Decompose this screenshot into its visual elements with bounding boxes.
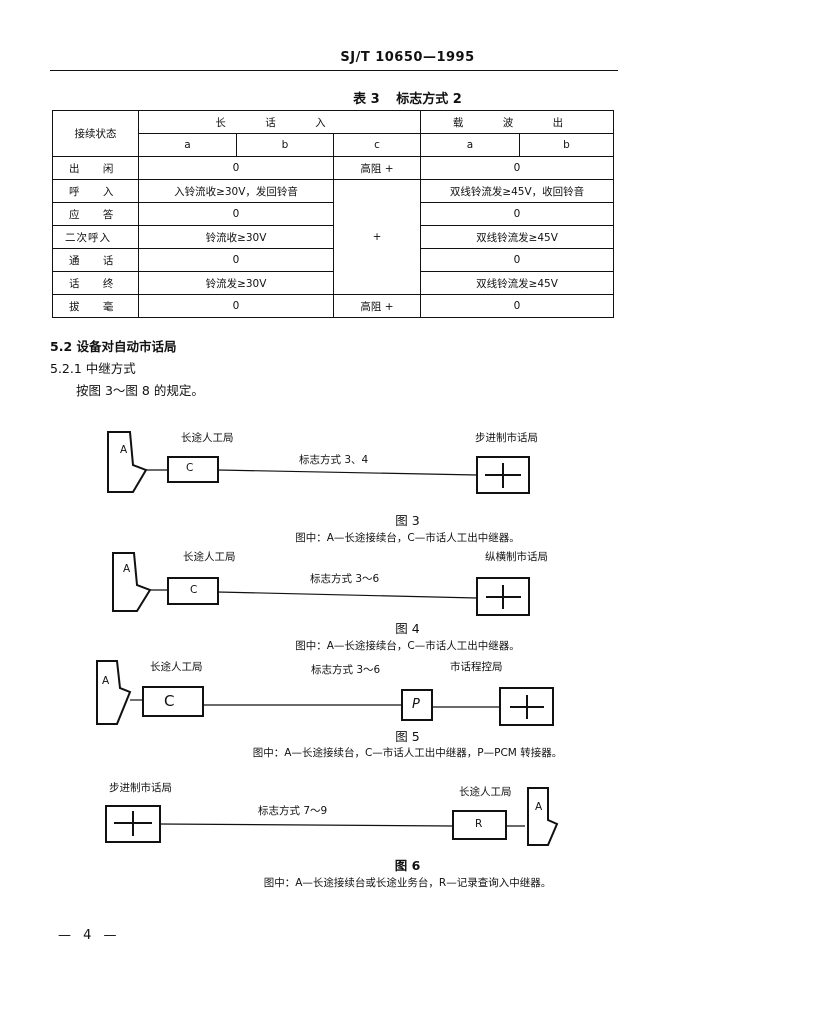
header-rule <box>50 70 618 71</box>
table-caption-title: 标志方式 2 <box>396 92 462 107</box>
fig5-label-a: A <box>102 675 110 687</box>
fig3-label-c: C <box>186 462 194 474</box>
fig3-exchange-box <box>476 456 530 494</box>
fig6-box-r <box>452 810 507 840</box>
in-ab-cell: 铃流收≥30V <box>138 225 334 249</box>
fig6-trunk-line <box>159 823 454 827</box>
fig3-label-a: A <box>120 444 128 456</box>
fig4-trunk-line <box>217 591 478 599</box>
table-row: 应 答 0 0 <box>52 202 614 226</box>
fig4-right-station: 纵横制市话局 <box>485 551 548 563</box>
fig6-right-station: 长途人工局 <box>459 786 512 798</box>
fig3-trunk-line <box>217 469 478 476</box>
table-caption: 表 3 标志方式 2 <box>0 88 815 107</box>
section-text: 按图 3～图 8 的规定。 <box>76 383 204 398</box>
fig6-note: 图中：A—长途接续台或长途业务台，R—记录查询入中继器。 <box>263 877 552 889</box>
fig5-exchange-box <box>499 687 554 726</box>
state-cell: 话 终 <box>52 271 139 295</box>
fig4-box-c <box>167 577 219 605</box>
fig6-label-r: R <box>475 818 483 830</box>
state-cell: 呼 入 <box>52 179 139 203</box>
state-cell: 拔 毫 <box>52 294 139 318</box>
fig5-label-p: P <box>412 697 420 712</box>
fig4-signaling-label: 标志方式 3～6 <box>310 573 380 585</box>
fig3-right-station: 步进制市话局 <box>475 432 538 444</box>
section-5-2-1: 5.2.1 中继方式 <box>50 361 136 376</box>
fig5-box-c <box>142 686 204 717</box>
fig3-box-c <box>167 456 219 483</box>
fig5-left-station: 长途人工局 <box>150 661 203 673</box>
fig3-console-a-shape <box>107 431 148 493</box>
table-row: 通 话 0 0 <box>52 248 614 272</box>
section-5-2: 5.2 设备对自动市话局 <box>50 339 177 354</box>
fig4-console-a-shape <box>112 552 152 612</box>
c-merged-cell: + <box>333 179 421 295</box>
standard-header: SJ/T 10650—1995 <box>340 50 475 65</box>
table-row: 二次呼入 铃流收≥30V 双线铃流发≥45V <box>52 225 614 249</box>
fig5-title: 图 5 <box>395 729 420 744</box>
fig3-signaling-label: 标志方式 3、4 <box>299 454 369 466</box>
signaling-table: 接续状态 长 话 入 载 波 出 a b c a b 出 闲 0 高阻 + 0 … <box>52 110 614 318</box>
state-cell: 通 话 <box>52 248 139 272</box>
fig3-title: 图 3 <box>395 513 420 528</box>
table-caption-number: 表 3 <box>353 92 380 107</box>
out-ab-cell: 双线铃流发≥45V，收回铃音 <box>420 179 614 203</box>
fig5-console-a-shape <box>96 660 132 725</box>
table-row: 呼 入 入铃流收≥30V，发回铃音 + 双线铃流发≥45V，收回铃音 <box>52 179 614 295</box>
table-row: 话 终 铃流发≥30V 双线铃流发≥45V <box>52 271 614 295</box>
out-ab-cell: 双线铃流发≥45V <box>420 225 614 249</box>
in-ab-cell: 0 <box>138 294 334 318</box>
c-cell: 高阻 + <box>333 294 421 318</box>
fig6-title: 图 6 <box>394 858 421 873</box>
fig6-console-a-shape <box>527 787 559 846</box>
fig5-right-station: 市话程控局 <box>450 661 503 673</box>
fig3-left-station: 长途人工局 <box>181 432 234 444</box>
fig6-left-station: 步进制市话局 <box>109 782 172 794</box>
fig4-left-station: 长途人工局 <box>183 551 236 563</box>
state-cell: 应 答 <box>52 202 139 226</box>
out-ab-cell: 双线铃流发≥45V <box>420 271 614 295</box>
fig4-exchange-box <box>476 577 530 616</box>
sub-header-b-out: b <box>519 133 614 157</box>
sub-header-a: a <box>138 133 237 157</box>
fig5-signaling-label: 标志方式 3～6 <box>311 664 381 676</box>
out-ab-cell: 0 <box>420 248 614 272</box>
fig3-note: 图中：A—长途接续台，C—市话人工出中继器。 <box>295 532 520 544</box>
state-cell: 二次呼入 <box>52 225 139 249</box>
fig4-title: 图 4 <box>395 621 420 636</box>
out-ab-cell: 0 <box>420 294 614 318</box>
fig6-signaling-label: 标志方式 7～9 <box>258 805 328 817</box>
fig5-note: 图中：A—长途接续台，C—市话人工出中继器，P—PCM 转接器。 <box>252 747 563 759</box>
c-cell: 高阻 + <box>333 156 421 180</box>
fig4-note: 图中：A—长途接续台，C—市话人工出中继器。 <box>295 640 520 652</box>
fig5-label-c: C <box>164 692 175 710</box>
col-group-in: 长 话 入 <box>138 110 421 134</box>
fig6-label-a: A <box>535 801 543 813</box>
fig4-label-c: C <box>190 584 198 596</box>
page-number: — 4 — <box>58 928 121 943</box>
table-row: 出 闲 0 高阻 + 0 <box>52 156 614 180</box>
table-row: 拔 毫 0 高阻 + 0 <box>52 294 614 318</box>
col-header-state: 接续状态 <box>52 110 139 157</box>
fig5-box-p <box>401 689 433 721</box>
fig4-label-a: A <box>123 563 131 575</box>
